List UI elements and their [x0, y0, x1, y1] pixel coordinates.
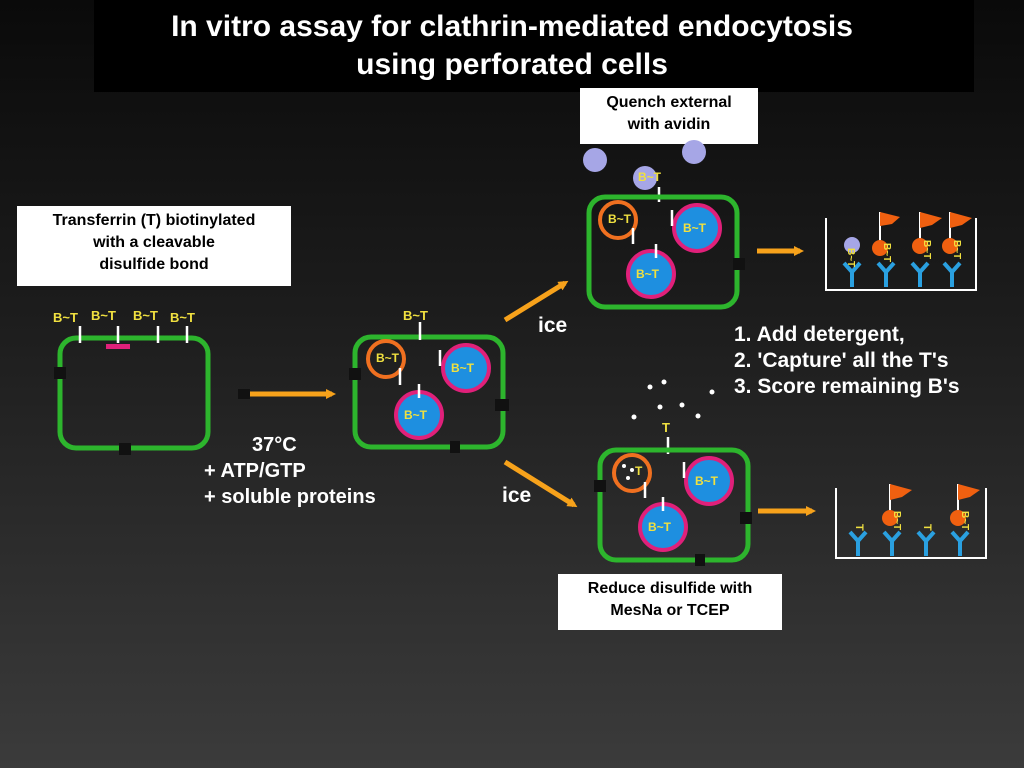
cell-reduce: T T B~T B~T — [594, 379, 752, 566]
reduce-note-line-2: MesNa or TCEP — [610, 602, 730, 619]
title-line-1: In vitro assay for clathrin-mediated end… — [171, 10, 853, 43]
membrane-pore — [733, 258, 745, 270]
reduce-note-line-1: Reduce disulfide with — [587, 580, 753, 597]
step-2: 2. 'Capture' all the T's — [734, 349, 949, 372]
transferrin-note-line-3: disulfide bond — [99, 256, 209, 273]
condition-temperature: 37°C — [252, 434, 297, 456]
arrow-to-reduce — [503, 459, 578, 508]
bt-label: B~T — [648, 520, 672, 534]
endosome — [684, 456, 734, 506]
reduce-note: Reduce disulfide with MesNa or TCEP — [558, 574, 782, 630]
capture-well-bottom: T B~T T B~T — [835, 484, 987, 559]
bt-label: B~T — [608, 212, 632, 226]
t-label: T — [662, 420, 670, 435]
avidin — [682, 140, 706, 164]
endosome — [441, 343, 491, 393]
avidin — [844, 237, 860, 253]
step-3: 3. Score remaining B's — [734, 375, 960, 398]
cell-membrane — [352, 334, 506, 450]
condition-soluble-proteins: + soluble proteins — [204, 486, 376, 508]
membrane-pore — [119, 443, 131, 455]
transferrin-note-line-2: with a cleavable — [93, 234, 215, 251]
transferrin-note: Transferrin (T) biotinylated with a clea… — [17, 206, 291, 286]
bt-label: B~T — [91, 308, 116, 323]
bt-label: B~T — [845, 248, 856, 267]
bt-label: B~T — [959, 511, 970, 530]
coated-vesicle — [366, 339, 406, 379]
avidin — [633, 166, 657, 190]
conditions-text: 37°C + ATP/GTP + soluble proteins — [204, 432, 376, 510]
bt-label: B~T — [170, 310, 195, 325]
avidin — [583, 148, 607, 172]
coated-vesicle — [612, 453, 652, 493]
t-label: T — [921, 524, 933, 531]
bt-label: B~T — [376, 351, 400, 365]
t-label: T — [635, 464, 643, 478]
membrane-pore — [450, 441, 460, 453]
bt-label: B~T — [921, 240, 932, 259]
surface-biotin-transferrin-group: B~T B~T B~T B~T — [53, 308, 195, 343]
t-label: T — [853, 524, 865, 531]
cell-quench: B~T B~T B~T B~T — [583, 140, 745, 310]
flag-icon: B~T — [950, 484, 980, 530]
membrane-pore — [349, 368, 361, 380]
bt-label: B~T — [951, 240, 962, 259]
endosome — [626, 249, 676, 299]
bt-label: B~T — [133, 308, 158, 323]
bt-label: B~T — [404, 408, 428, 422]
bt-label: B~T — [53, 310, 78, 325]
quench-note-line-1: Quench external — [606, 94, 732, 111]
quench-note-line-2: with avidin — [627, 116, 711, 133]
bt-label: B~T — [636, 267, 660, 281]
bt-label: B~T — [451, 361, 475, 375]
ice-label-bottom: ice — [502, 484, 532, 507]
quench-note: Quench external with avidin — [580, 88, 758, 144]
endosome — [672, 203, 722, 253]
cell-membrane — [597, 447, 751, 563]
membrane-pore — [695, 554, 705, 566]
bt-label: B~T — [891, 511, 902, 530]
membrane-pore — [495, 399, 509, 411]
assay-steps: 1. Add detergent, 2. 'Capture' all the T… — [734, 322, 960, 400]
bt-label: B~T — [881, 243, 892, 262]
cell-membrane — [57, 335, 211, 451]
membrane-pore — [54, 367, 66, 379]
coated-vesicle — [598, 200, 638, 240]
membrane-pore — [594, 480, 606, 492]
antibody-icon — [848, 530, 970, 556]
bt-label: B~T — [683, 221, 707, 235]
bt-label: B~T — [403, 308, 428, 323]
step-1: 1. Add detergent, — [734, 323, 905, 346]
ice-label-top: ice — [538, 314, 568, 337]
title-line-2: using perforated cells — [356, 48, 668, 81]
arrow-to-quench — [503, 280, 569, 323]
transferrin-note-line-1: Transferrin (T) biotinylated — [52, 212, 256, 229]
capture-well-top: B~T B~T B~T B~T — [825, 212, 977, 291]
flag-icon: B~T — [872, 212, 900, 262]
mesna-dots — [631, 379, 715, 420]
arrow-to-incubation — [238, 389, 336, 399]
flag-icon: B~T — [882, 484, 912, 530]
flag-icon: B~T — [942, 212, 972, 259]
cell-incubated: B~T B~T B~T B~T — [349, 308, 509, 453]
bt-label: B~T — [695, 474, 719, 488]
coated-pit — [106, 344, 130, 349]
antibody-icon — [842, 261, 962, 287]
slide-title: In vitro assay for clathrin-mediated end… — [0, 8, 1024, 84]
membrane-pore — [740, 512, 752, 524]
cell-membrane — [586, 194, 740, 310]
condition-atp-gtp: + ATP/GTP — [204, 460, 306, 482]
cell-initial: B~T B~T B~T B~T — [53, 308, 211, 455]
flag-icon: B~T — [912, 212, 942, 259]
title-bar — [94, 0, 974, 92]
bt-label: B~T — [638, 170, 662, 184]
